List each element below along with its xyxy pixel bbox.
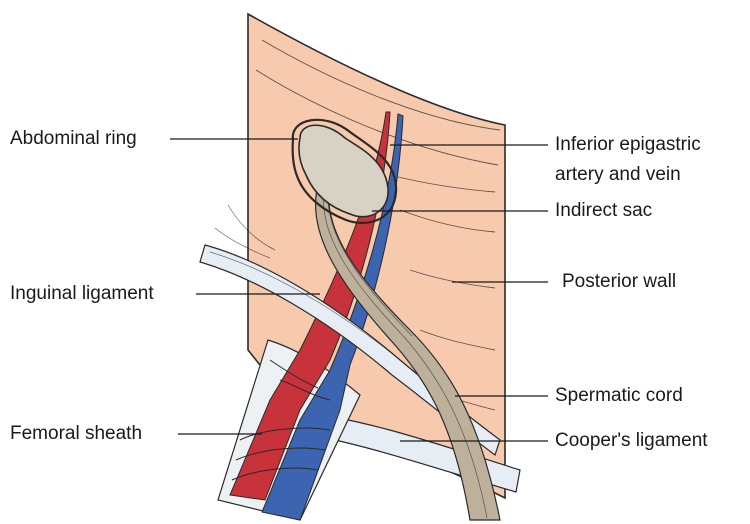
label-spermatic-cord: Spermatic cord	[555, 385, 683, 407]
label-inferior-epigastric-line2: artery and vein	[555, 164, 681, 186]
label-coopers-ligament: Cooper's ligament	[555, 430, 708, 452]
label-inferior-epigastric-line1: Inferior epigastric	[555, 134, 701, 156]
label-inguinal-ligament: Inguinal ligament	[10, 283, 154, 305]
label-posterior-wall: Posterior wall	[562, 271, 676, 293]
label-femoral-sheath: Femoral sheath	[10, 423, 142, 445]
label-indirect-sac: Indirect sac	[555, 200, 652, 222]
label-abdominal-ring: Abdominal ring	[10, 128, 137, 150]
